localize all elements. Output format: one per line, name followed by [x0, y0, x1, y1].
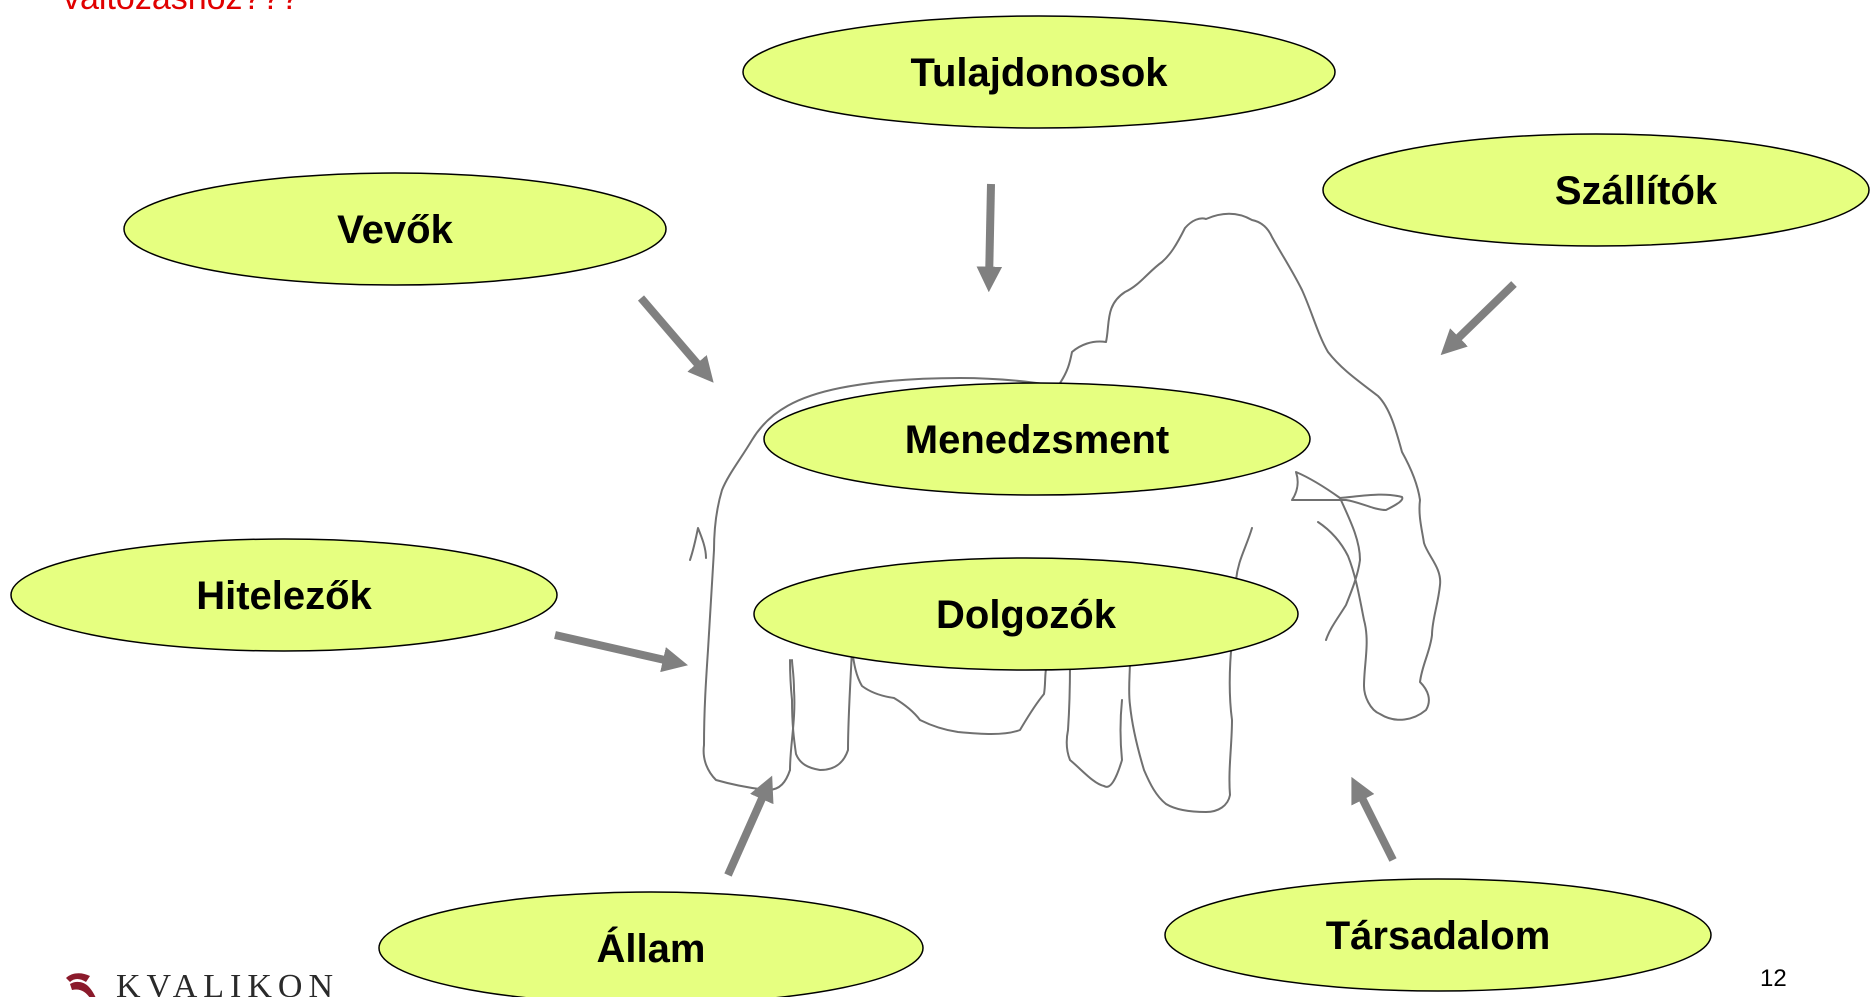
node-tulajdonosok-shape: [742, 15, 1336, 129]
node-dolgozok-label: Dolgozók: [936, 593, 1117, 637]
elephant-icon: [689, 212, 1442, 813]
arrow-hitelezok: [554, 631, 688, 673]
node-allam-label: Állam: [597, 926, 706, 971]
node-tarsadalom-shape: [1164, 878, 1712, 992]
slide-header-text: változáshoz???: [63, 0, 299, 18]
node-tulajdonosok-label: Tulajdonosok: [910, 51, 1168, 95]
node-dolgozok: Dolgozók: [753, 557, 1299, 671]
node-menedzsment-label: Menedzsment: [905, 418, 1170, 462]
node-szallitok-shape: [1322, 133, 1870, 247]
node-tarsadalom: Társadalom: [1164, 878, 1712, 992]
arrow-allam: [724, 775, 774, 877]
node-hitelezok: Hitelezők: [10, 538, 558, 652]
node-vevok: Vevők: [123, 172, 667, 286]
logo-text: KVALIKON: [116, 968, 340, 997]
diagram-arrows: [554, 183, 1517, 877]
node-hitelezok-label: Hitelezők: [196, 574, 372, 618]
kvalikon-logo: KVALIKON: [64, 970, 339, 997]
node-allam: Állam: [378, 891, 924, 997]
node-menedzsment-shape: [763, 382, 1311, 496]
node-tarsadalom-label: Társadalom: [1326, 914, 1551, 958]
logo-mark-icon: [66, 973, 96, 997]
node-hitelezok-shape: [10, 538, 558, 652]
node-szallitok: Szállítók: [1322, 133, 1870, 247]
node-vevok-label: Vevők: [337, 208, 453, 252]
node-allam-shape: [378, 891, 924, 997]
node-vevok-shape: [123, 172, 667, 286]
node-szallitok-label: Szállítók: [1555, 169, 1718, 213]
arrow-tarsadalom: [1351, 776, 1397, 862]
arrow-szallitok: [1440, 281, 1517, 356]
page-number: 12: [1760, 965, 1787, 992]
arrow-tulajdonosok: [976, 183, 1003, 293]
node-dolgozok-shape: [753, 557, 1299, 671]
node-menedzsment: Menedzsment: [763, 382, 1311, 496]
node-tulajdonosok: Tulajdonosok: [742, 15, 1336, 129]
arrow-vevok: [637, 295, 714, 383]
